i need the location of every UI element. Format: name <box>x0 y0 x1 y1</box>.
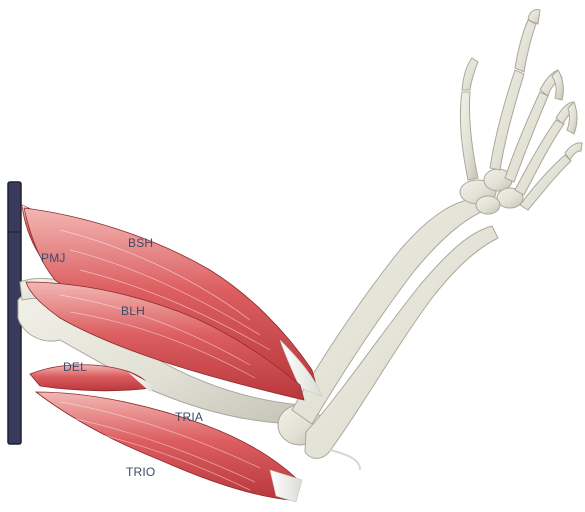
label-tria: TRIA <box>175 410 203 424</box>
label-pmj: PMJ <box>41 251 66 265</box>
label-del: DEL <box>63 360 87 374</box>
bone-shadow <box>330 450 360 470</box>
radius-bone <box>292 198 486 424</box>
label-bsh: BSH <box>128 236 153 250</box>
label-blh: BLH <box>121 304 145 318</box>
label-trio: TRIO <box>126 465 155 479</box>
